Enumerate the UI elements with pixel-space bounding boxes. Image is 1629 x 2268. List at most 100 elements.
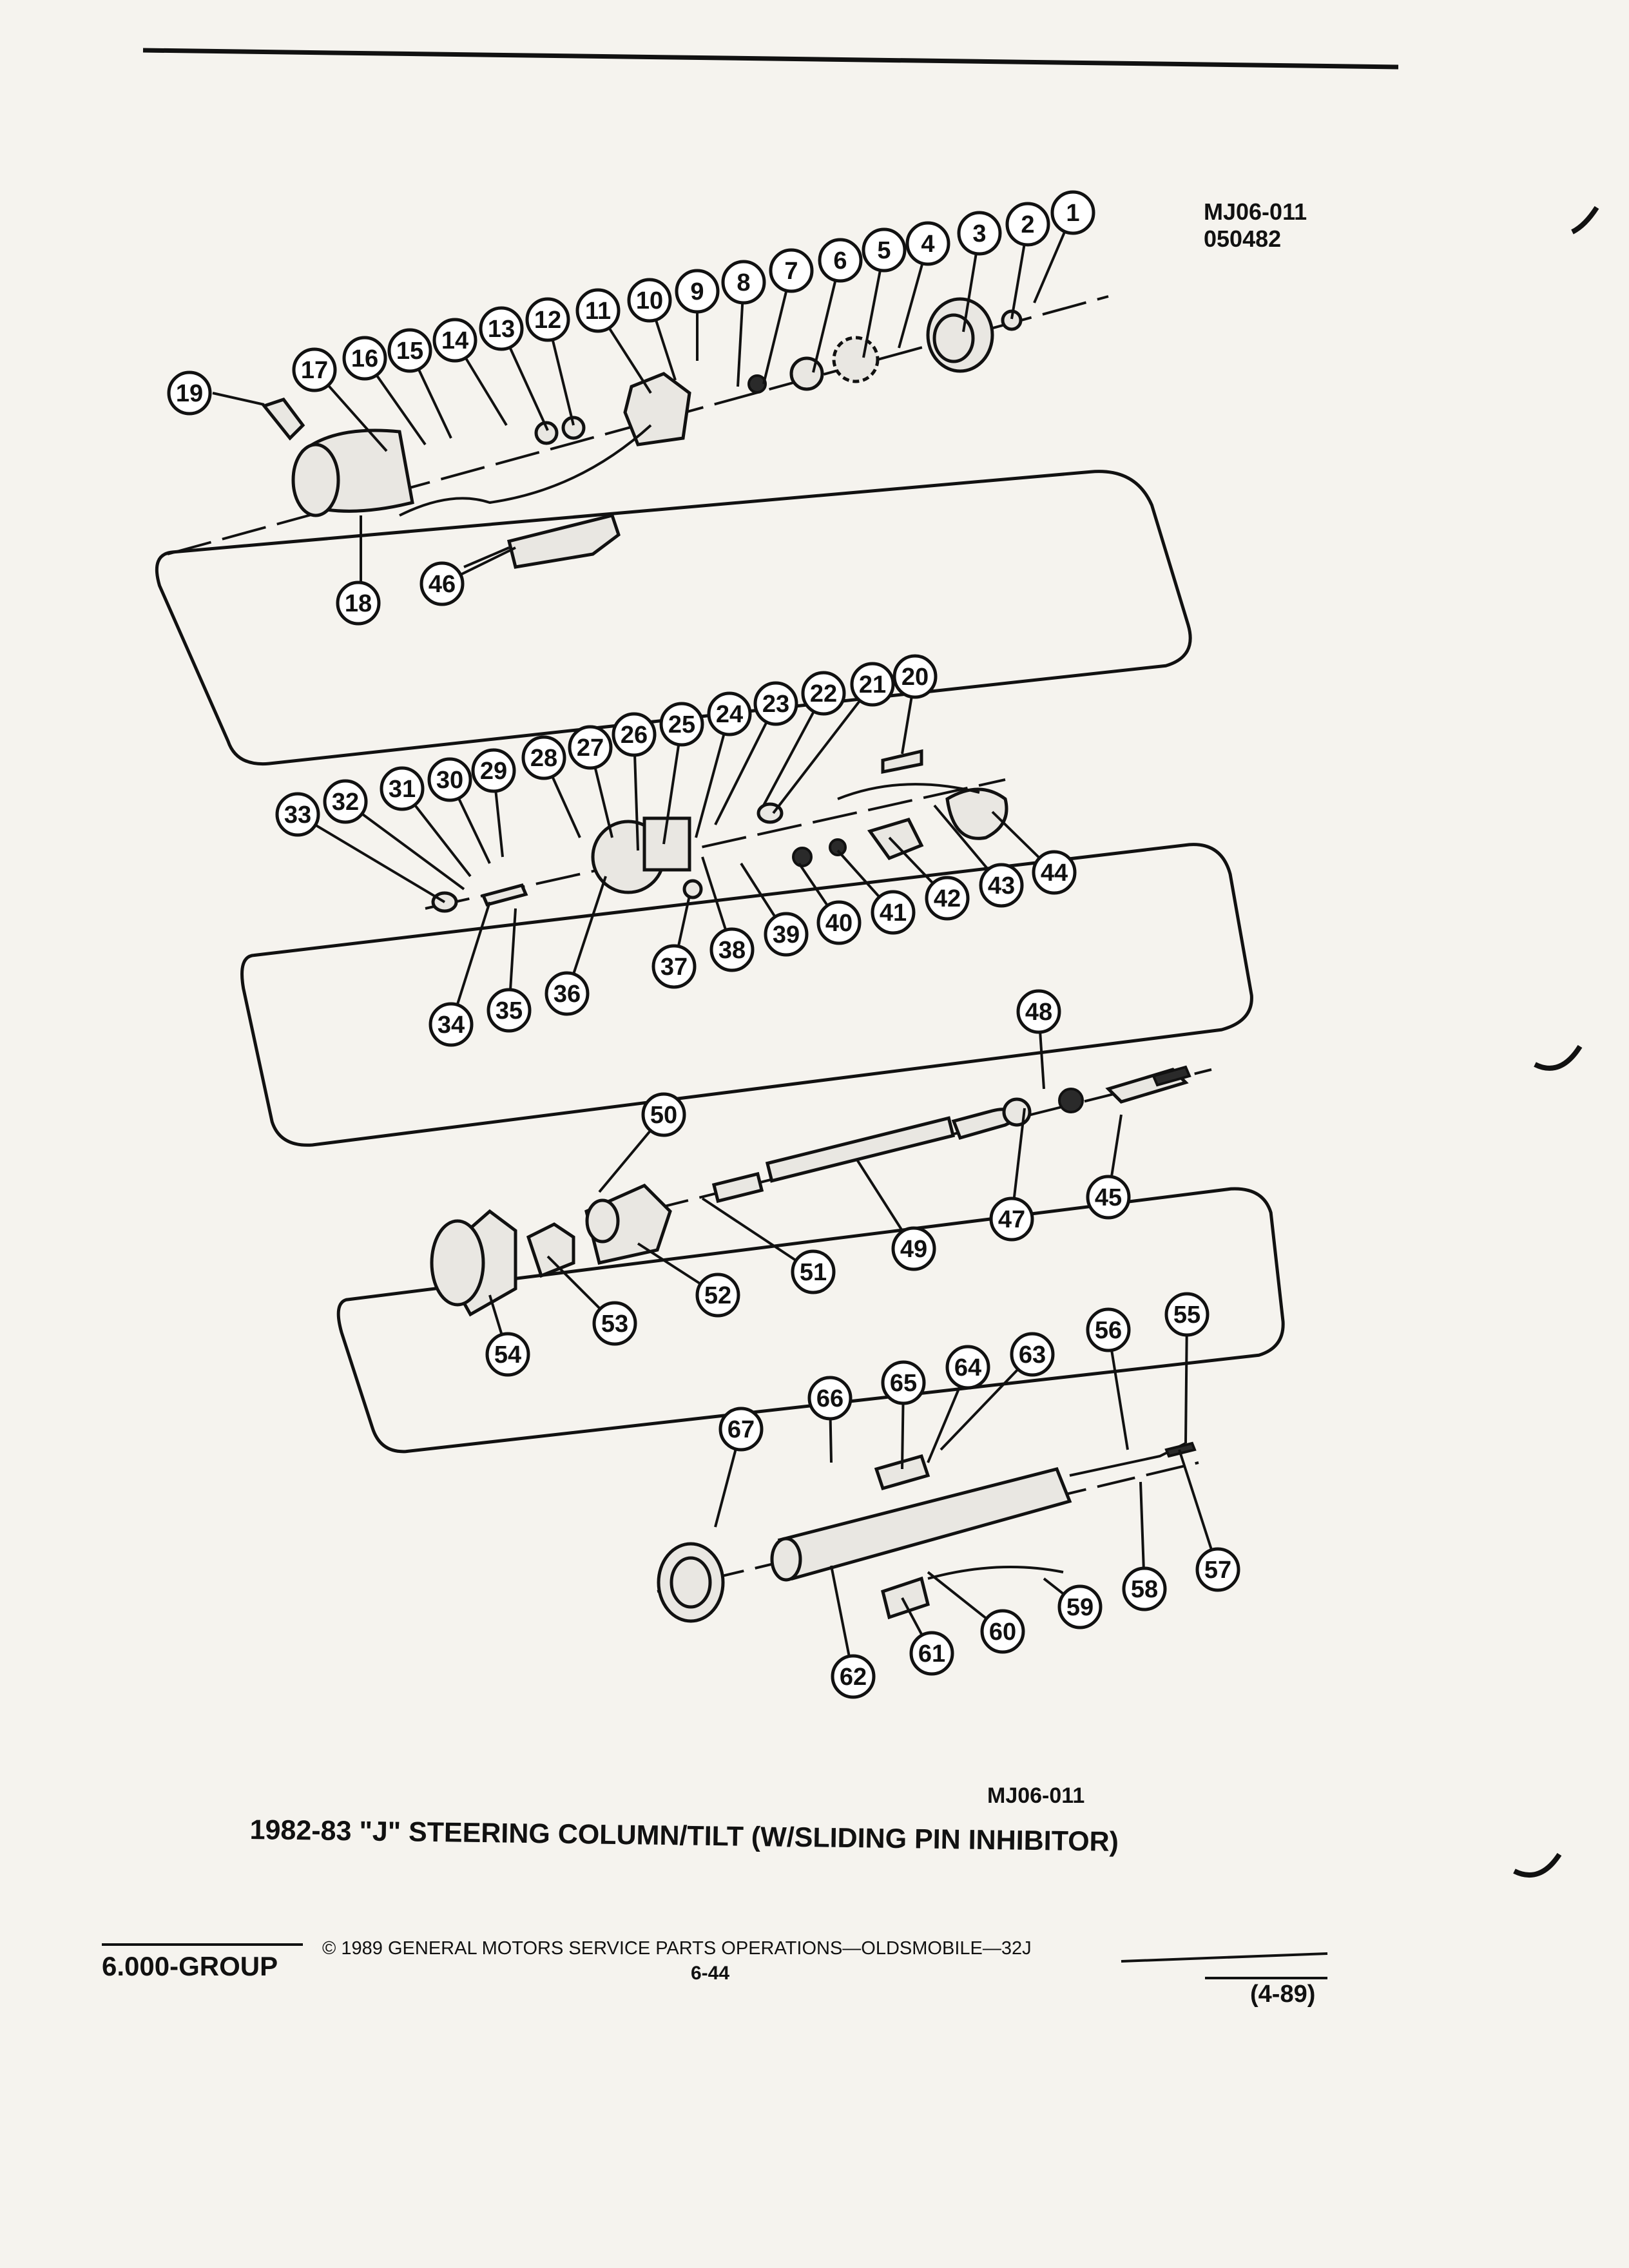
part-pin	[481, 883, 528, 907]
part-shaft	[765, 1116, 956, 1183]
callout-label: 57	[1204, 1557, 1231, 1584]
callout-48: 48	[1016, 989, 1061, 1034]
callout-39: 39	[764, 912, 809, 957]
section-frame	[155, 470, 1192, 766]
callout-label: 36	[554, 981, 581, 1008]
binding-mark	[1571, 206, 1599, 235]
callout-18: 18	[336, 581, 381, 626]
callout-4: 4	[905, 221, 950, 266]
part-shroud-end	[291, 443, 340, 517]
part-jacket-end	[770, 1537, 802, 1582]
callout-24: 24	[707, 691, 752, 736]
callout-12: 12	[525, 297, 570, 342]
callout-47: 47	[989, 1196, 1034, 1242]
callout-label: 44	[1041, 860, 1068, 887]
callout-22: 22	[801, 671, 846, 716]
callout-label: 12	[534, 307, 561, 334]
callout-28: 28	[521, 735, 566, 780]
callout-label: 67	[728, 1416, 755, 1443]
callout-label: 41	[880, 899, 907, 927]
callout-65: 65	[881, 1360, 926, 1405]
callout-label: 27	[577, 735, 604, 762]
callout-21: 21	[850, 662, 895, 707]
callout-label: 47	[998, 1206, 1025, 1233]
callout-26: 26	[612, 712, 657, 757]
part-lock-housing-face	[585, 1198, 620, 1244]
callout-label: 63	[1019, 1341, 1046, 1369]
callout-27: 27	[568, 725, 613, 770]
part-wire	[837, 783, 980, 800]
part-centering-spring	[1058, 1088, 1084, 1113]
callout-label: 51	[800, 1259, 827, 1286]
part-bracket	[874, 1454, 930, 1491]
part-threads	[1152, 1065, 1191, 1087]
part-clip	[881, 749, 923, 774]
part-lever	[881, 1576, 930, 1620]
callout-57: 57	[1195, 1547, 1240, 1592]
callout-label: 46	[429, 571, 456, 598]
callout-label: 22	[810, 680, 837, 707]
callout-label: 35	[496, 997, 523, 1024]
callout-5: 5	[862, 227, 907, 273]
callout-label: 15	[396, 338, 423, 365]
callout-label: 20	[901, 664, 929, 691]
part-sphere	[682, 879, 703, 899]
callout-label: 21	[859, 671, 886, 698]
callout-label: 59	[1066, 1594, 1094, 1621]
callout-label: 31	[389, 776, 416, 803]
leader	[463, 546, 510, 568]
callout-3: 3	[957, 211, 1002, 256]
callout-16: 16	[342, 336, 387, 381]
callout-15: 15	[387, 328, 432, 373]
callout-label: 55	[1173, 1302, 1200, 1329]
callout-label: 64	[954, 1354, 981, 1381]
callout-43: 43	[979, 863, 1024, 908]
callout-59: 59	[1057, 1584, 1103, 1629]
binding-mark	[1534, 1044, 1583, 1071]
callout-label: 17	[301, 357, 328, 384]
callout-35: 35	[487, 988, 532, 1033]
callout-7: 7	[769, 248, 814, 293]
leader	[212, 392, 265, 406]
callout-label: 45	[1095, 1184, 1122, 1211]
part-plate	[526, 1222, 575, 1278]
section-jacket	[657, 1441, 1199, 1623]
part-bearing-housing-inner	[670, 1556, 712, 1609]
callout-42: 42	[925, 876, 970, 921]
binding-mark	[1513, 1852, 1562, 1878]
callout-label: 32	[332, 789, 359, 816]
callout-label: 2	[1021, 211, 1034, 238]
callout-9: 9	[675, 269, 720, 314]
callout-61: 61	[909, 1631, 954, 1676]
part-spring	[829, 838, 847, 856]
callout-19: 19	[167, 370, 212, 416]
part-lock-plate	[789, 356, 824, 391]
callout-label: 24	[716, 701, 743, 728]
callout-14: 14	[432, 318, 477, 363]
callout-leader	[296, 813, 446, 903]
callout-label: 1	[1066, 200, 1079, 227]
callout-55: 55	[1164, 1292, 1210, 1337]
callout-33: 33	[275, 792, 320, 837]
copyright-line: © 1989 GENERAL MOTORS SERVICE PARTS OPER…	[322, 1938, 1032, 1959]
callout-leader	[344, 800, 465, 890]
callout-label: 37	[660, 954, 688, 981]
callout-2: 2	[1005, 202, 1050, 247]
part-nut	[1001, 309, 1023, 331]
callout-38: 38	[709, 927, 755, 972]
callout-leader	[714, 703, 777, 825]
callout-leader	[772, 683, 874, 814]
callout-label: 62	[840, 1664, 867, 1691]
callout-label: 9	[690, 278, 704, 305]
callout-1: 1	[1050, 190, 1095, 235]
section-tilt-head	[240, 749, 1253, 1147]
callout-label: 4	[921, 231, 934, 258]
callout-56: 56	[1086, 1307, 1131, 1352]
callout-label: 16	[351, 345, 378, 372]
section-frame	[336, 1187, 1285, 1454]
callout-label: 34	[438, 1012, 465, 1039]
callout-label: 3	[972, 220, 986, 247]
callout-label: 53	[601, 1311, 628, 1338]
callout-64: 64	[945, 1345, 990, 1390]
